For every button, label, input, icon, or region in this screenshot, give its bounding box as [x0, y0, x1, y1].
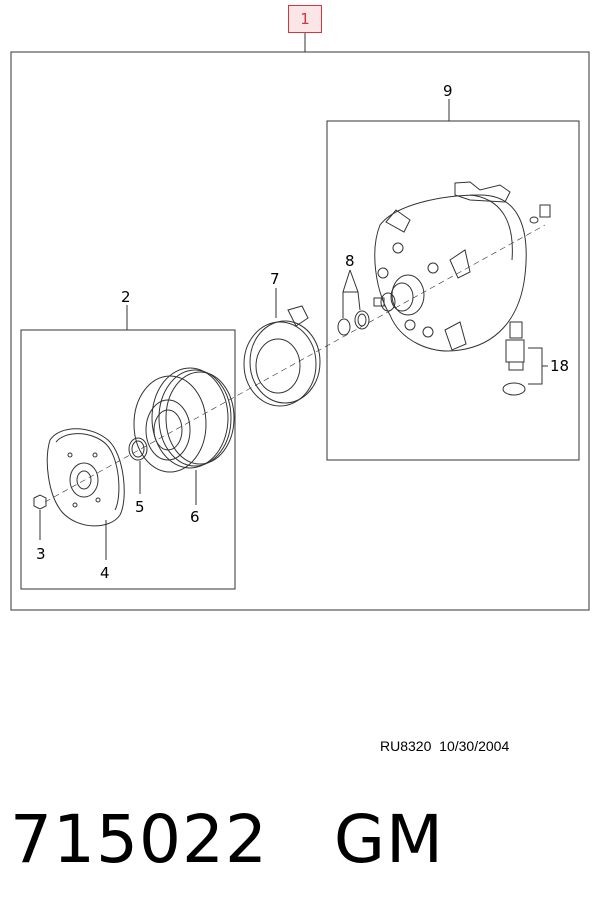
part-seals	[337, 269, 370, 336]
clutch-group-box	[20, 329, 236, 590]
callout-18: 18	[550, 357, 570, 375]
callout-3: 3	[36, 545, 46, 563]
callout-2: 2	[121, 288, 131, 306]
part-pulley	[133, 367, 235, 505]
compressor-group-box	[326, 120, 580, 461]
part-number: 715022	[10, 801, 268, 878]
reference-code: RU8320	[380, 738, 432, 754]
callout-7: 7	[270, 270, 280, 288]
part-clutch-plate	[46, 428, 125, 560]
part-field-coil	[243, 288, 321, 407]
drawing-reference: RU8320 10/30/2004	[380, 738, 509, 754]
part-relief-valve	[502, 321, 548, 396]
part-nut	[33, 494, 47, 540]
outer-frame	[10, 51, 590, 611]
callout-5: 5	[135, 498, 145, 516]
callout-4: 4	[100, 564, 110, 582]
reference-date: 10/30/2004	[439, 738, 510, 754]
callout-1-label: 1	[300, 10, 310, 28]
part-number-line: 715022 GM	[10, 800, 444, 880]
brand: GM	[333, 801, 444, 878]
callout-1-highlight[interactable]: 1	[288, 5, 322, 33]
part-snap-ring	[128, 437, 148, 494]
part-compressor	[373, 181, 551, 352]
callout-8: 8	[345, 252, 355, 270]
callout-6: 6	[190, 508, 200, 526]
callout-9: 9	[443, 82, 453, 100]
